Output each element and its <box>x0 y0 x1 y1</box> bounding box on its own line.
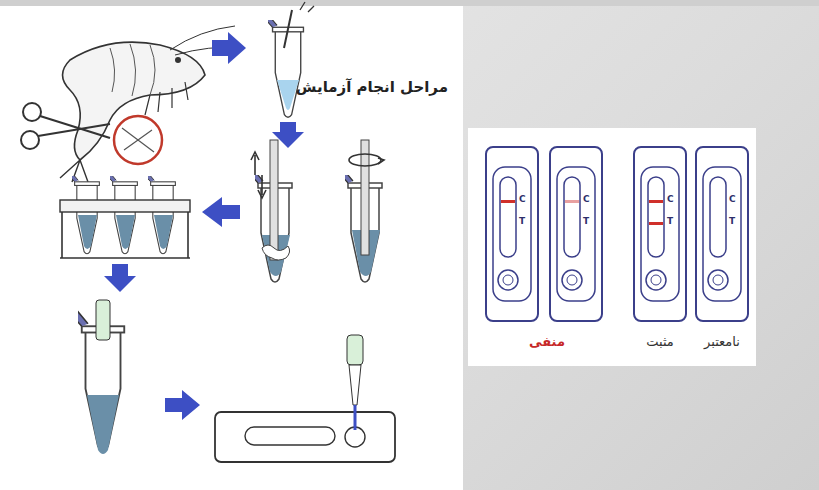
test-cassette: CT <box>694 145 750 323</box>
cassette-outline <box>548 145 604 323</box>
strip-letter: T <box>583 217 589 226</box>
result-label: نامعتبر <box>704 334 740 349</box>
strip-letter: T <box>729 217 735 226</box>
result-label: مثبت <box>646 334 674 349</box>
strip-letter: T <box>667 217 673 226</box>
test-cassette: CT <box>632 145 688 323</box>
strip-letter: C <box>667 195 674 204</box>
title: مراحل انجام آزمایش <box>296 78 448 96</box>
strip-letter: T <box>519 217 525 226</box>
cassette-outline <box>694 145 750 323</box>
strip-letter: C <box>729 195 736 204</box>
result-label: منفی <box>529 334 565 349</box>
test-cassette: CT <box>484 145 540 323</box>
strip-letter: C <box>583 195 590 204</box>
strip-letter: C <box>519 195 526 204</box>
cassette-outline <box>632 145 688 323</box>
shrimp <box>21 26 240 182</box>
test-cassette: CT <box>548 145 604 323</box>
cassette-outline <box>484 145 540 323</box>
